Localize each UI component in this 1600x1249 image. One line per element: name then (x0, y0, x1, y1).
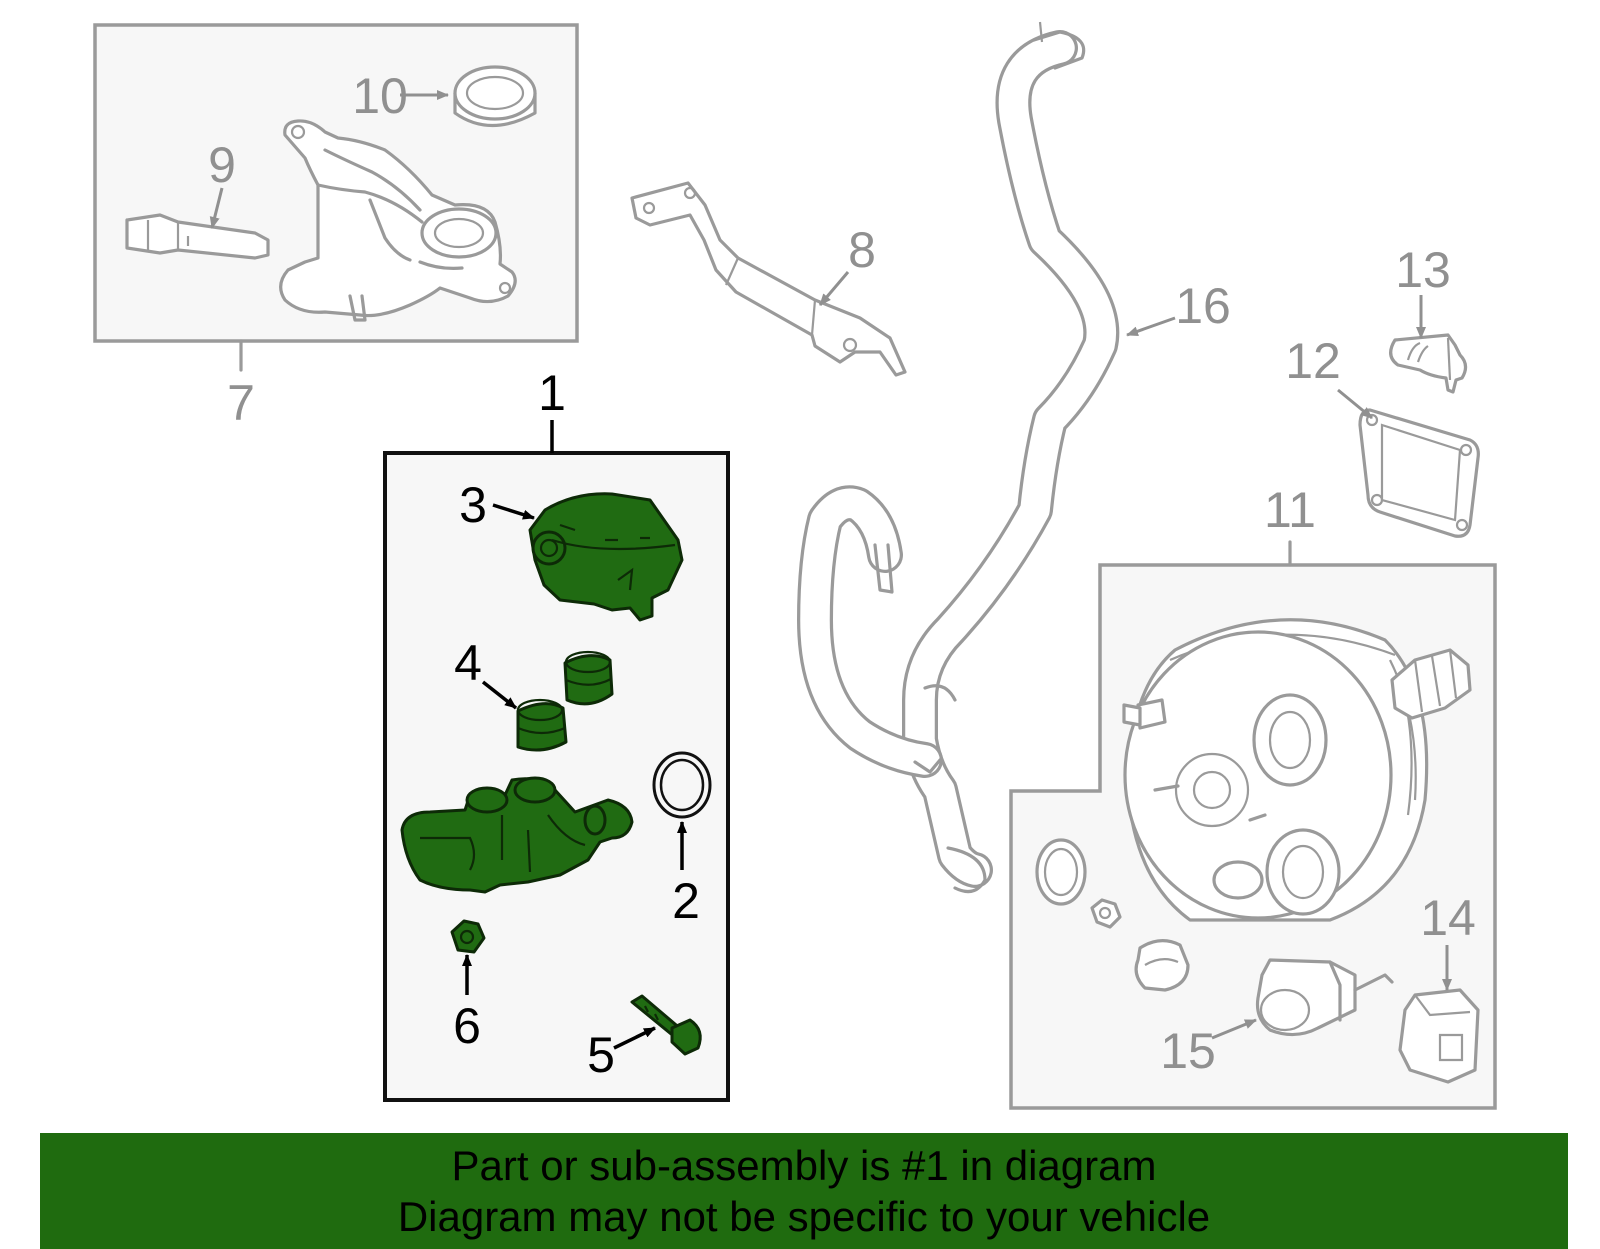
callout-16: 16 (1175, 278, 1231, 334)
callout-12: 12 (1285, 333, 1341, 389)
vacuum-sensor (1255, 958, 1394, 1037)
callout-14: 14 (1420, 890, 1476, 946)
callout-5: 5 (587, 1027, 615, 1083)
booster-o-ring (1035, 838, 1087, 906)
notice-banner: Part or sub-assembly is #1 in diagram Di… (40, 1133, 1568, 1249)
callout-4: 4 (454, 635, 482, 691)
brake-booster-group (1009, 540, 1497, 1110)
master-cylinder-o-ring (652, 751, 712, 819)
vacuum-hose (797, 21, 1120, 894)
check-valve (1134, 939, 1190, 992)
callout-13: 13 (1395, 242, 1451, 298)
callout-6: 6 (453, 998, 481, 1054)
reservoir-grommet (516, 650, 614, 752)
callout-1: 1 (538, 365, 566, 421)
booster-nut (1090, 898, 1122, 929)
callout-9: 9 (208, 137, 236, 193)
booster-switch (1398, 988, 1480, 1084)
callout-10: 10 (352, 68, 408, 124)
reservoir-cap (453, 65, 537, 128)
callout-15: 15 (1160, 1023, 1216, 1079)
brake-booster (1122, 618, 1472, 922)
master-cylinder-nut (450, 919, 486, 954)
callout-8: 8 (848, 222, 876, 278)
callout-7: 7 (227, 375, 255, 431)
brake-fluid-reservoir (279, 119, 517, 322)
master-cylinder (400, 776, 634, 894)
callout-11: 11 (1264, 482, 1316, 538)
master-cylinder-bolt (630, 994, 702, 1056)
retaining-clip (1389, 333, 1468, 394)
master-cylinder-assembly-group (383, 420, 730, 1102)
reservoir-assembly-group (93, 23, 579, 372)
callout-3: 3 (459, 477, 487, 533)
fluid-level-sensor (125, 213, 270, 260)
reservoir-cover (528, 492, 684, 622)
callout-2: 2 (672, 873, 700, 929)
banner-line-1: Part or sub-assembly is #1 in diagram (451, 1142, 1157, 1189)
banner-line-2: Diagram may not be specific to your vehi… (397, 1193, 1211, 1240)
booster-gasket (1358, 408, 1480, 538)
mounting-bracket (630, 181, 907, 377)
